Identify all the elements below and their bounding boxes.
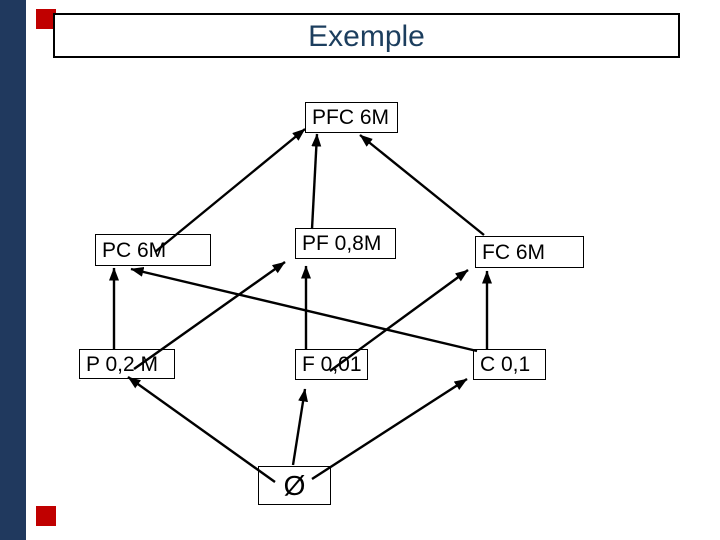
accent-bar [0,0,26,540]
diagram-node-label-pfc: PFC 6M [312,106,390,129]
edge-fc-pfc [359,134,485,236]
accent-square-top [36,9,56,29]
diagram-node-label-empty: Ø [283,469,306,501]
title-box: Exemple [53,13,680,58]
diagram-node-label-p: P 0,2 M [86,352,158,376]
diagram-node-f: F 0,01 [295,349,368,380]
diagram-node-label-pf: PF 0,8M [302,232,382,255]
diagram-node-fc: FC 6M [475,236,584,268]
slide-title: Exemple [308,19,425,53]
edge-empty-p [127,376,276,483]
diagram-node-c: C 0,1 [473,349,546,380]
diagram-node-label-c: C 0,1 [480,353,531,376]
diagram-node-pfc: PFC 6M [305,102,398,133]
accent-square-bottom [36,506,56,526]
edge-empty-c [311,377,468,481]
diagram-node-label-f: F 0,01 [302,353,362,376]
diagram-node-label-fc: FC 6M [482,240,545,264]
diagram-node-pc: PC 6M [95,234,211,266]
diagram-node-label-pc: PC 6M [102,238,167,262]
edge-empty-f [291,388,308,466]
diagram-node-empty: Ø [258,466,331,505]
edge-pf-pfc [310,133,322,230]
diagram-node-p: P 0,2 M [79,349,175,379]
edge-c-pc [130,267,478,353]
diagram-node-pf: PF 0,8M [295,228,396,259]
